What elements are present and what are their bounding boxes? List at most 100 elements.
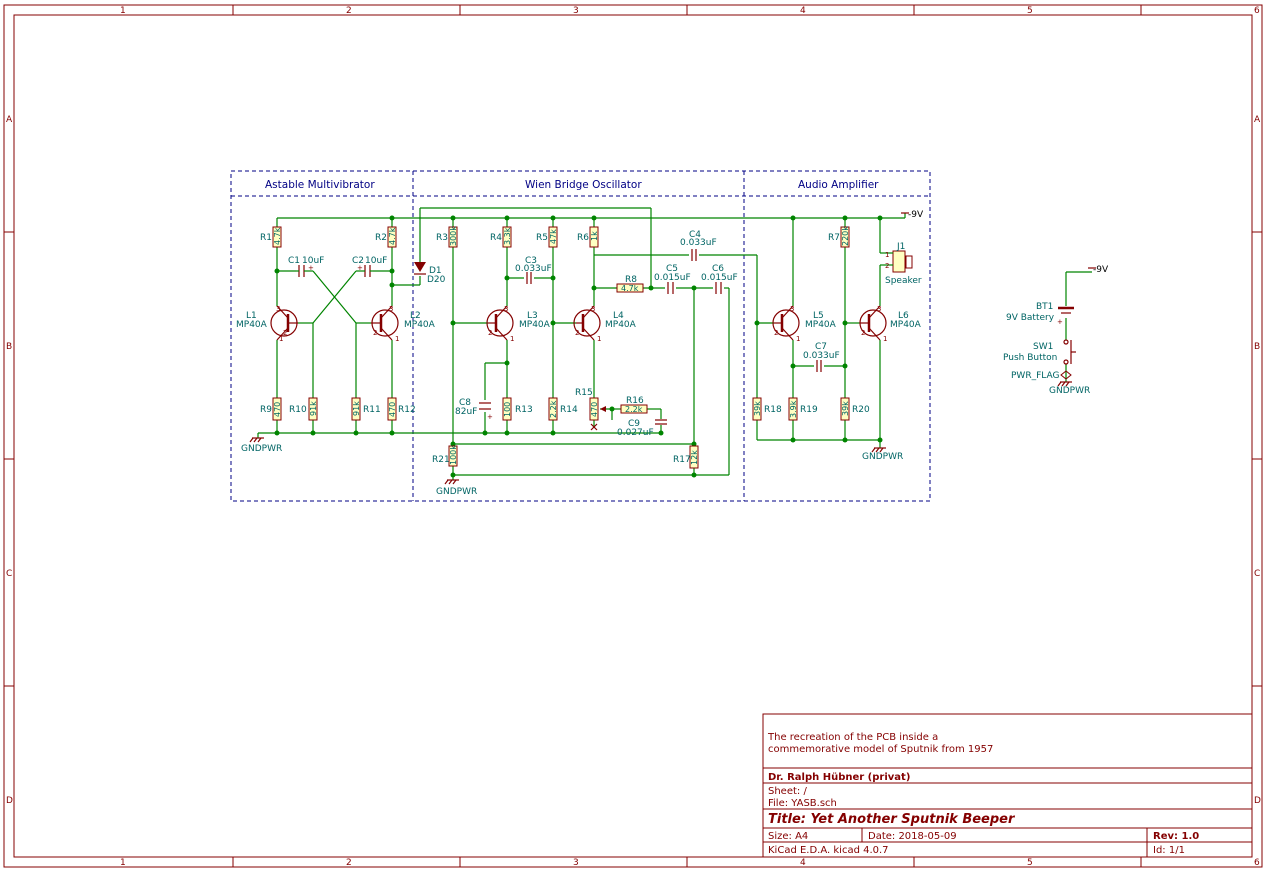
resistor-r6-value: 1k [590, 231, 599, 241]
capacitor-c5-value: 0.015uF [654, 273, 691, 283]
capacitor-c4[interactable]: C4 0.033uF [680, 230, 717, 261]
capacitor-c2-value: 10uF [365, 256, 387, 266]
switch-sw1[interactable]: SW1 Push Button [1003, 339, 1076, 365]
capacitor-c2-ref: C2 [352, 256, 364, 266]
resistor-r12[interactable]: R12 470 [387, 397, 416, 421]
transistor-l4-ref: L4 [613, 311, 624, 321]
title-block [762, 713, 1253, 858]
capacitor-c8[interactable]: + C8 82uF [455, 398, 493, 421]
frame-row-b-right: B [1254, 342, 1260, 352]
transistor-l3-ref: L3 [527, 311, 538, 321]
net-vneg-main: -9V [901, 210, 924, 220]
resistor-r21[interactable]: R21 100k [432, 445, 458, 467]
capacitor-c6-value: 0.015uF [701, 273, 738, 283]
resistor-r11[interactable]: R11 91k [351, 397, 381, 421]
capacitor-c1-ref: C1 [288, 256, 300, 266]
resistor-r3[interactable]: R3 300k [436, 226, 458, 248]
svg-text:1: 1 [510, 335, 514, 343]
capacitor-c1[interactable]: + C1 10uF [288, 256, 324, 277]
transistor-l6[interactable]: 3 2 1 L6 MP40A [859, 305, 922, 343]
block-title-wien: Wien Bridge Oscillator [525, 179, 642, 191]
capacitor-c8-value: 82uF [455, 407, 477, 417]
transistor-l5-value: MP40A [805, 320, 837, 330]
resistor-r19-value: 3.9k [789, 400, 798, 418]
resistor-r8[interactable]: R8 4.7k [616, 275, 644, 293]
capacitor-c2[interactable]: + C2 10uF [352, 256, 387, 277]
resistor-r5[interactable]: R5 47k [536, 226, 558, 248]
resistor-r1-value: 4.7k [273, 227, 282, 245]
capacitor-c3[interactable]: C3 0.033uF [515, 256, 552, 284]
gnd-symbol-amp: GNDPWR [862, 447, 903, 462]
title-block-rev: Rev: 1.0 [1153, 831, 1199, 842]
resistor-r17[interactable]: R17 12k [673, 445, 699, 469]
diode-d1[interactable]: D1 D20 [414, 262, 446, 285]
transistor-l3[interactable]: 3 2 1 L3 MP40A [486, 305, 551, 343]
transistor-l2-value: MP40A [404, 320, 436, 330]
title-block-comment-2: commemorative model of Sputnik from 1957 [768, 744, 993, 755]
resistor-r2-value: 4.7k [388, 227, 397, 245]
svg-text:+: + [357, 264, 363, 272]
svg-text:1: 1 [279, 335, 283, 343]
transistor-l2[interactable]: 3 2 1 L2 MP40A [371, 305, 436, 343]
svg-text:2: 2 [885, 262, 889, 270]
svg-text:2: 2 [774, 329, 778, 337]
resistor-r6[interactable]: R6 1k [577, 226, 599, 248]
connector-j1[interactable]: 1 2 J1 Speaker [880, 242, 922, 286]
title-block-file: File: YASB.sch [768, 798, 837, 809]
resistor-r7[interactable]: R7 220k [828, 226, 850, 248]
svg-text:3: 3 [504, 305, 508, 313]
resistor-r18[interactable]: R18 39k [752, 397, 782, 421]
resistor-r13-ref: R13 [515, 405, 533, 415]
transistor-l4[interactable]: 3 2 1 L4 MP40A [573, 305, 637, 343]
power-flag[interactable]: PWR_FLAG [1011, 370, 1072, 381]
resistor-r14[interactable]: R14 2.2k [548, 397, 578, 421]
title-block-title: Title: Yet Another Sputnik Beeper [768, 812, 1016, 827]
transistor-l5[interactable]: 3 2 1 L5 MP40A [772, 305, 837, 343]
title-block-tool: KiCad E.D.A. kicad 4.0.7 [768, 845, 889, 856]
resistor-r20[interactable]: R20 39k [840, 397, 870, 421]
svg-text:2: 2 [861, 329, 865, 337]
capacitor-c5[interactable]: C5 0.015uF [654, 264, 691, 294]
resistor-r2-ref: R2 [375, 233, 387, 243]
block-title-amp: Audio Amplifier [798, 179, 879, 191]
resistor-r12-value: 470 [388, 402, 397, 417]
resistor-r10-value: 91k [309, 401, 318, 416]
capacitor-c4-ref: C4 [689, 230, 701, 240]
resistor-r2[interactable]: R2 4.7k [375, 226, 397, 248]
capacitor-c6[interactable]: C6 0.015uF [701, 264, 738, 294]
resistor-r20-ref: R20 [852, 405, 870, 415]
frame-col-3-bottom: 3 [573, 858, 579, 868]
resistor-r5-value: 47k [549, 229, 558, 244]
transistor-l1[interactable]: 3 2 1 L1 MP40A [236, 305, 298, 343]
battery-bt1-value: 9V Battery [1006, 313, 1055, 323]
gnd-symbol-wien: GNDPWR [436, 479, 477, 497]
frame-row-d-right: D [1254, 796, 1261, 806]
resistor-r20-value: 39k [841, 401, 850, 416]
capacitor-c4-value: 0.033uF [680, 238, 717, 248]
potentiometer-r15[interactable]: R15 470 [575, 388, 606, 431]
resistor-r19[interactable]: R19 3.9k [788, 397, 818, 421]
resistor-r10[interactable]: R10 91k [289, 397, 318, 421]
transistor-l6-ref: L6 [898, 311, 909, 321]
capacitor-c5-ref: C5 [666, 264, 678, 274]
transistor-l2-ref: L2 [410, 311, 421, 321]
connector-j1-ref: J1 [896, 242, 905, 252]
battery-bt1[interactable]: + BT1 9V Battery [1006, 302, 1074, 326]
capacitor-c9[interactable]: C9 0.027uF [617, 419, 667, 438]
frame-col-1-top: 1 [120, 6, 126, 16]
capacitor-c7[interactable]: C7 0.033uF [803, 342, 840, 372]
net-vneg-battery-label: -9V [1093, 265, 1109, 275]
resistor-r9[interactable]: R9 470 [260, 397, 282, 421]
resistor-r4[interactable]: R4 3.3k [490, 226, 512, 248]
resistor-r3-ref: R3 [436, 233, 448, 243]
capacitor-c9-value: 0.027uF [617, 428, 654, 438]
svg-text:1: 1 [885, 251, 889, 259]
frame-col-2-bottom: 2 [346, 858, 352, 868]
resistor-r13[interactable]: R13 100 [502, 397, 533, 421]
capacitor-c3-ref: C3 [525, 256, 537, 266]
resistor-r1[interactable]: R1 4.7k [260, 226, 282, 248]
resistor-r16[interactable]: R16 2.2k [620, 396, 648, 414]
gnd-label-battery: GNDPWR [1049, 386, 1090, 396]
resistor-r18-ref: R18 [764, 405, 782, 415]
switch-sw1-value: Push Button [1003, 353, 1057, 363]
